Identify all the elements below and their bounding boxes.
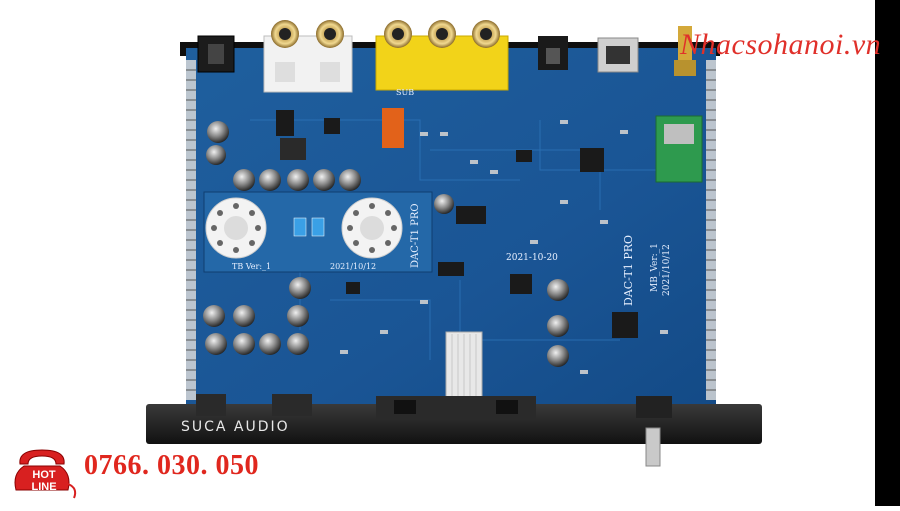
tube-board [203,191,433,273]
board-date-label: 2021/10/12 [662,244,672,296]
rca-output-yellow [375,20,509,91]
board-date-mark: 2021-10-20 [506,253,558,263]
tube-socket-right [341,197,403,259]
hotline-icon: HOT LINE [10,444,80,504]
hotline-phone-number[interactable]: 0766. 030. 050 [84,450,259,481]
hotline-badge-top: HOT [32,469,56,481]
tube-socket-left [205,197,267,259]
site-watermark: Nhacsohanoi.vn [680,28,882,61]
optical-input-connector [197,35,235,73]
sub-silk-label: SUB [396,88,415,97]
tube-board-date-label: 2021/10/12 [330,262,377,271]
inductor [280,138,306,160]
chips [276,110,638,338]
board-version-label: MB_Ver:_1 [650,243,660,292]
right-border [875,0,900,506]
tube-board-version-label: TB Ver:_1 [232,262,272,271]
usb-b-connector [597,37,639,73]
bluetooth-module [655,115,703,183]
hotline-badge-bottom: LINE [31,481,56,493]
antenna-connector [674,26,696,76]
electrolytic-capacitors [203,121,569,367]
tube-board-model-label: DAC-T1 PRO [410,203,421,268]
board-model-label: DAC-T1 PRO [622,234,635,306]
volume-knob-shaft [645,427,661,467]
optical-output-connector [538,36,568,70]
brand-label: SUCA AUDIO [181,419,290,435]
rca-output-white [263,20,353,93]
film-capacitor [382,108,404,148]
